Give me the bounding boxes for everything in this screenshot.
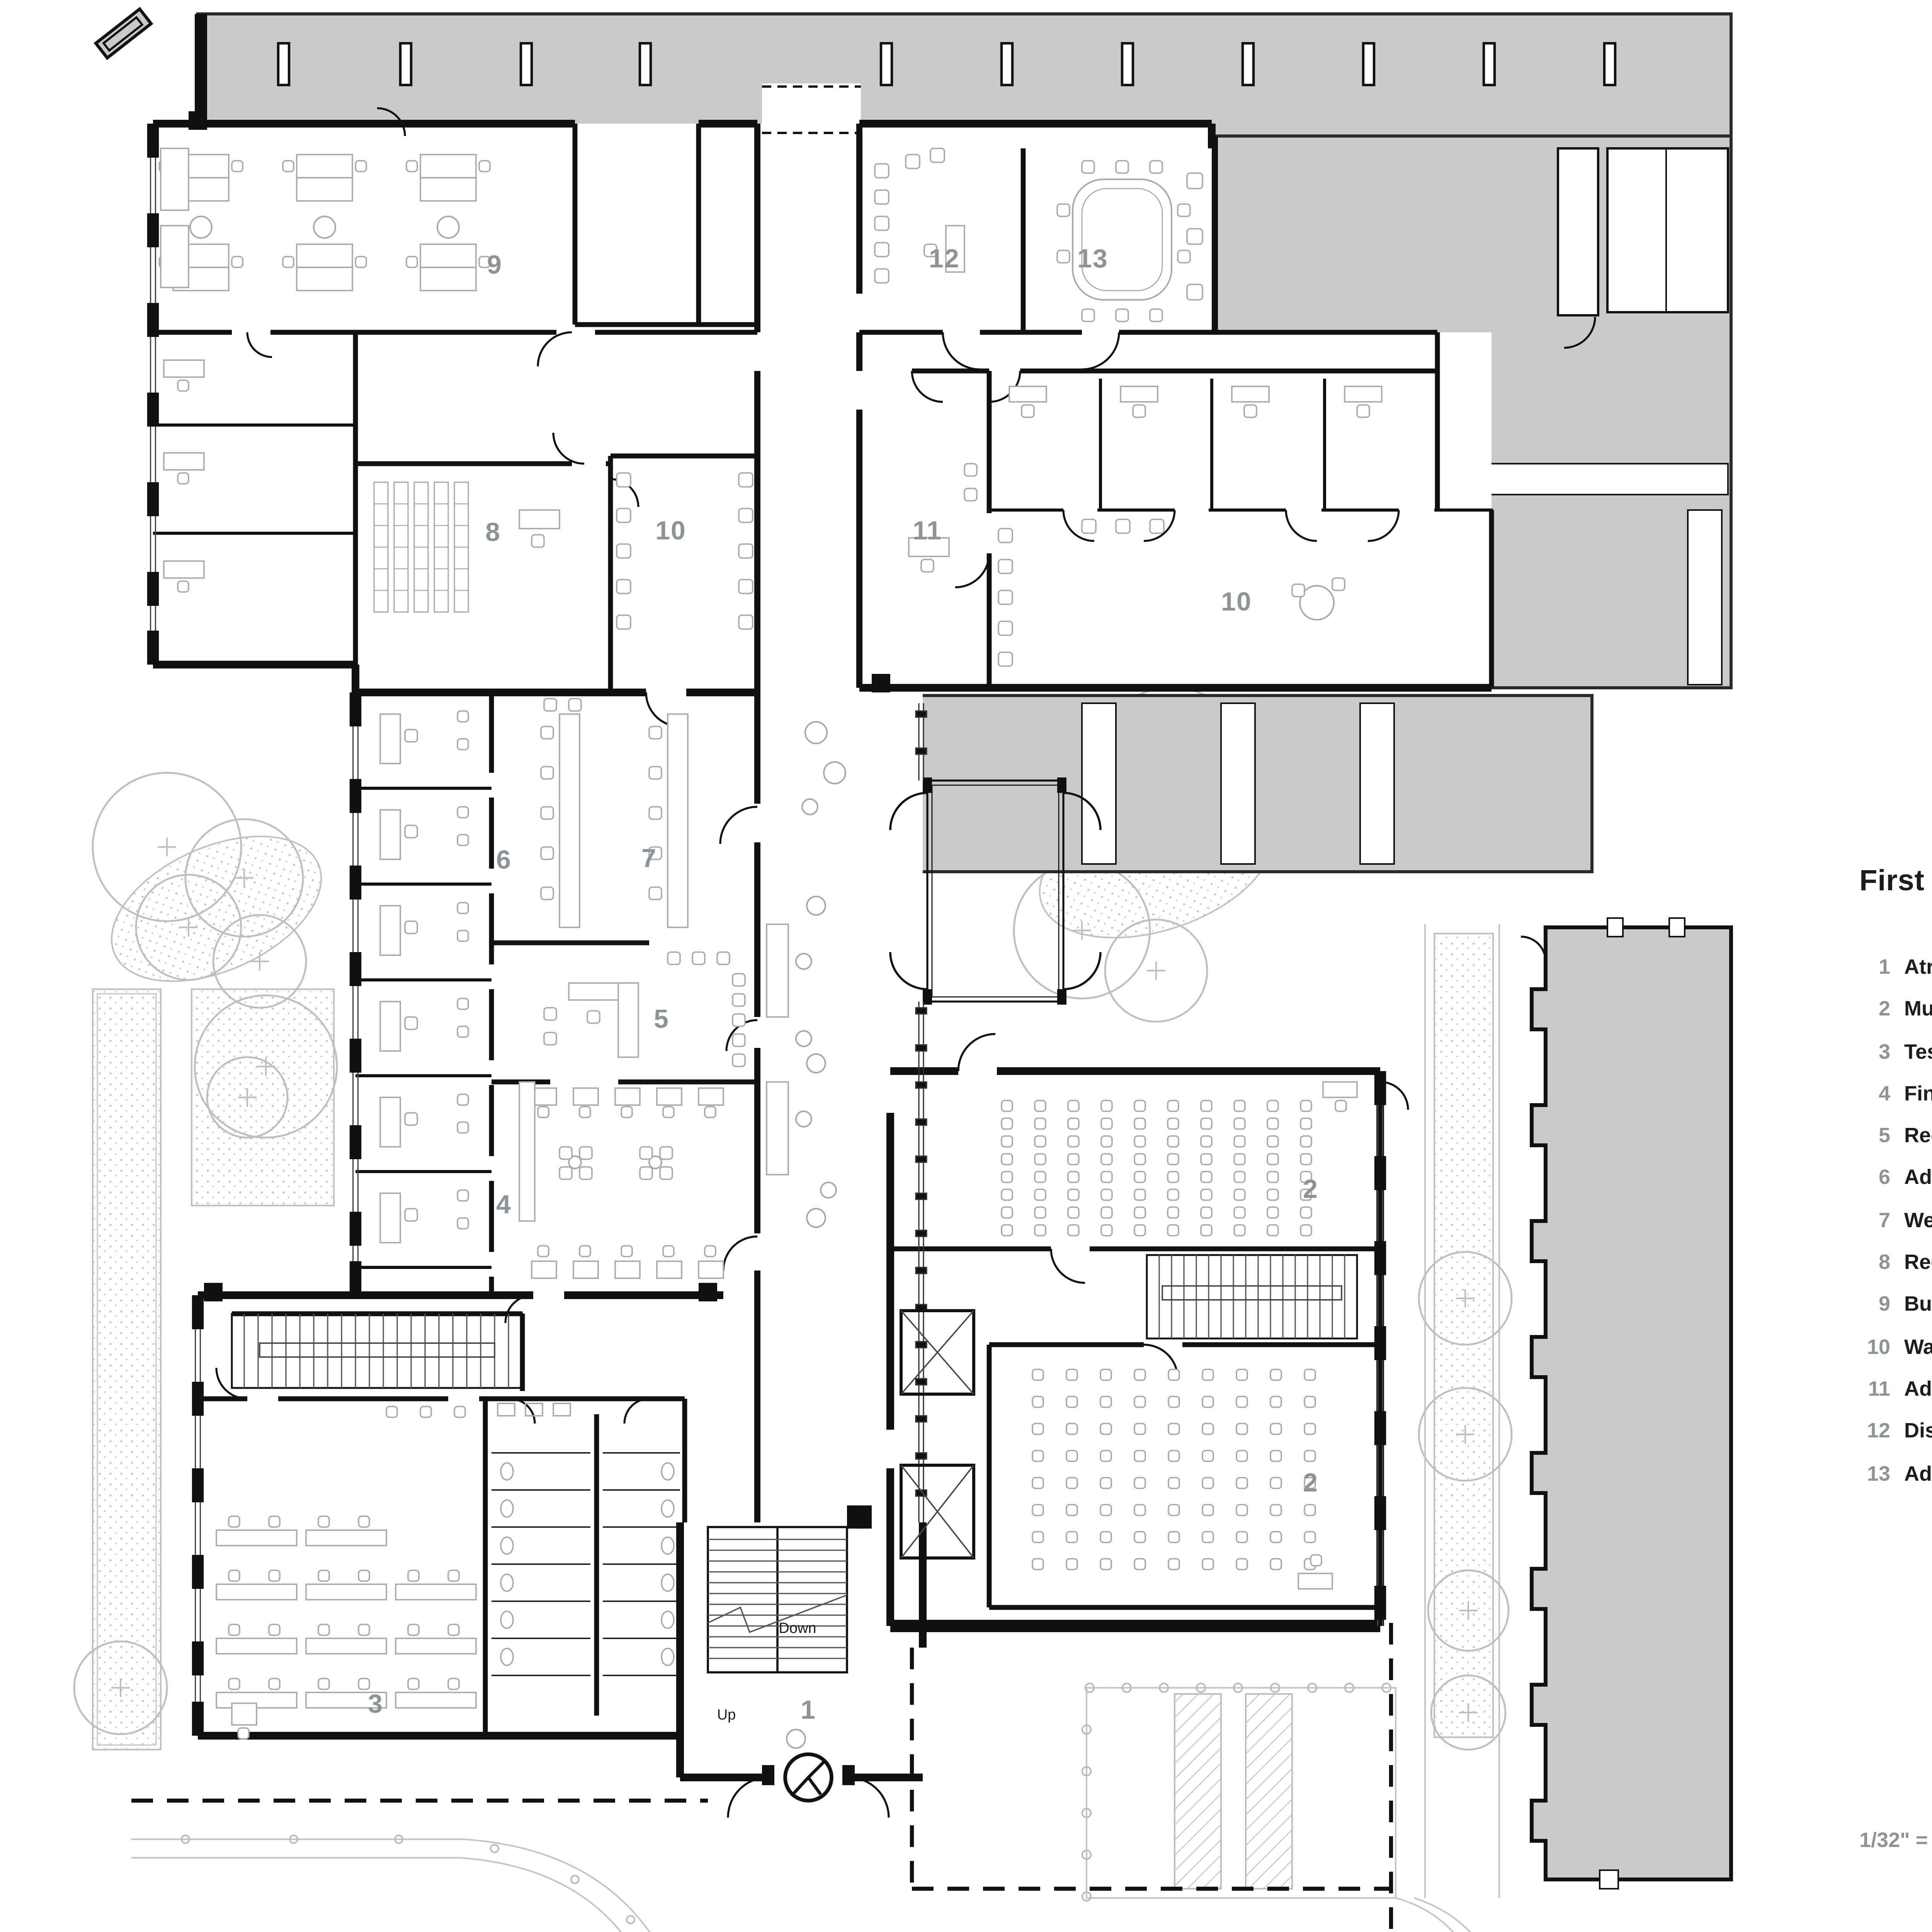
- stairs: [231, 1254, 1358, 1673]
- room-label-13: 13: [1077, 244, 1108, 274]
- legend-item-number: 9: [1878, 1293, 1890, 1316]
- room-label-6: 6: [496, 845, 512, 875]
- legend-item: 11 Advising & Counseling Suite: [1859, 1377, 1932, 1419]
- legend-item-number: 6: [1878, 1166, 1890, 1189]
- corridor-glazing: [915, 703, 1065, 1522]
- vestibule-doors: [889, 792, 1102, 990]
- legend-item-number: 2: [1878, 997, 1890, 1021]
- corridor-dashed-opening: [762, 85, 861, 134]
- legend-item-number: 10: [1867, 1335, 1890, 1358]
- legend-list: 1 Atrium 2 Multipurpose 3 Testing Suite 4 Finan…: [1859, 955, 1932, 1503]
- stair-label-down: Down: [779, 1621, 816, 1638]
- legend-item-label: Testing Suite: [1904, 1039, 1932, 1063]
- window-bays: [147, 124, 1386, 1736]
- exterior-walls: [153, 120, 1492, 1781]
- room-label-8: 8: [485, 518, 501, 547]
- legend-item: 3 Testing Suite: [1859, 1039, 1932, 1082]
- legend-item-number: 4: [1878, 1082, 1890, 1105]
- corridor-walls: [754, 124, 862, 1522]
- legend-item: 8 Registrar Suite: [1859, 1250, 1932, 1293]
- restroom-stalls: [492, 1403, 680, 1676]
- legend: First Floor 1 Atrium 2 Multipurpose 3 Testing…: [1859, 866, 1932, 1503]
- stair-label-up: Up: [717, 1707, 736, 1724]
- interior-partitions: [153, 124, 1494, 1736]
- legend-item-label: Waiting Room: [1904, 1335, 1932, 1358]
- room-label-2: 2: [1303, 1468, 1318, 1498]
- legend-item: 4 Financial Aid Suite: [1859, 1082, 1932, 1124]
- legend-item-number: 8: [1878, 1250, 1890, 1274]
- limit-of-work-dashed: [131, 1623, 1393, 1932]
- legend-item: 6 Admissions Suite: [1859, 1166, 1932, 1208]
- room-label-2: 2: [1303, 1175, 1318, 1204]
- legend-item: 12 Disability Suite: [1859, 1419, 1932, 1461]
- legend-item: 5 Reception: [1859, 1124, 1932, 1166]
- legend-item: 1 Atrium: [1859, 955, 1932, 997]
- legend-item: 9 Business Suite: [1859, 1293, 1932, 1335]
- scale-note: 1/32" = 1'0: [1859, 1828, 1932, 1852]
- legend-item-label: Atrium: [1904, 955, 1932, 978]
- legend-item-label: Business Suite: [1904, 1293, 1932, 1316]
- legend-item-label: Advising & Counseling Suite: [1904, 1377, 1932, 1400]
- legend-item-label: Financial Aid Suite: [1904, 1082, 1932, 1105]
- room-label-5: 5: [654, 1005, 669, 1034]
- legend-item: 7 Welcome Center: [1859, 1208, 1932, 1250]
- room-label-12: 12: [929, 244, 960, 274]
- legend-item-number: 7: [1878, 1208, 1890, 1232]
- legend-item: 13 Adaptive Tech Lab: [1859, 1461, 1932, 1503]
- legend-item-label: Registrar Suite: [1904, 1250, 1932, 1274]
- room-label-7: 7: [641, 844, 657, 873]
- furniture: [158, 148, 1383, 1749]
- room-label-10: 10: [655, 516, 686, 546]
- room-label-3: 3: [368, 1689, 383, 1719]
- room-label-1: 1: [801, 1696, 816, 1725]
- legend-item-label: Welcome Center: [1904, 1208, 1932, 1232]
- legend-item-number: 3: [1878, 1039, 1890, 1063]
- room-label-9: 9: [487, 250, 502, 280]
- legend-item: 10 Waiting Room: [1859, 1335, 1932, 1377]
- light-partitions: [153, 379, 1492, 1269]
- revolving-door: [783, 1752, 833, 1803]
- legend-item-label: Disability Suite: [1904, 1419, 1932, 1443]
- legend-item-label: Reception: [1904, 1124, 1932, 1147]
- legend-item-number: 11: [1868, 1377, 1890, 1400]
- legend-item-number: 13: [1867, 1461, 1890, 1485]
- legend-item-number: 12: [1867, 1419, 1890, 1443]
- site-bench: [94, 7, 153, 60]
- room-label-4: 4: [496, 1190, 512, 1219]
- legend-item-label: Admissions Suite: [1904, 1166, 1932, 1189]
- legend-item-label: Adaptive Tech Lab: [1904, 1461, 1932, 1485]
- room-label-11: 11: [913, 516, 942, 546]
- legend-item-number: 1: [1878, 955, 1890, 978]
- legend-item-label: Multipurpose: [1904, 997, 1932, 1021]
- legend-title: First Floor: [1859, 866, 1932, 898]
- legend-item-number: 5: [1878, 1124, 1890, 1147]
- room-label-10: 10: [1221, 587, 1252, 617]
- legend-item: 2 Multipurpose: [1859, 997, 1932, 1039]
